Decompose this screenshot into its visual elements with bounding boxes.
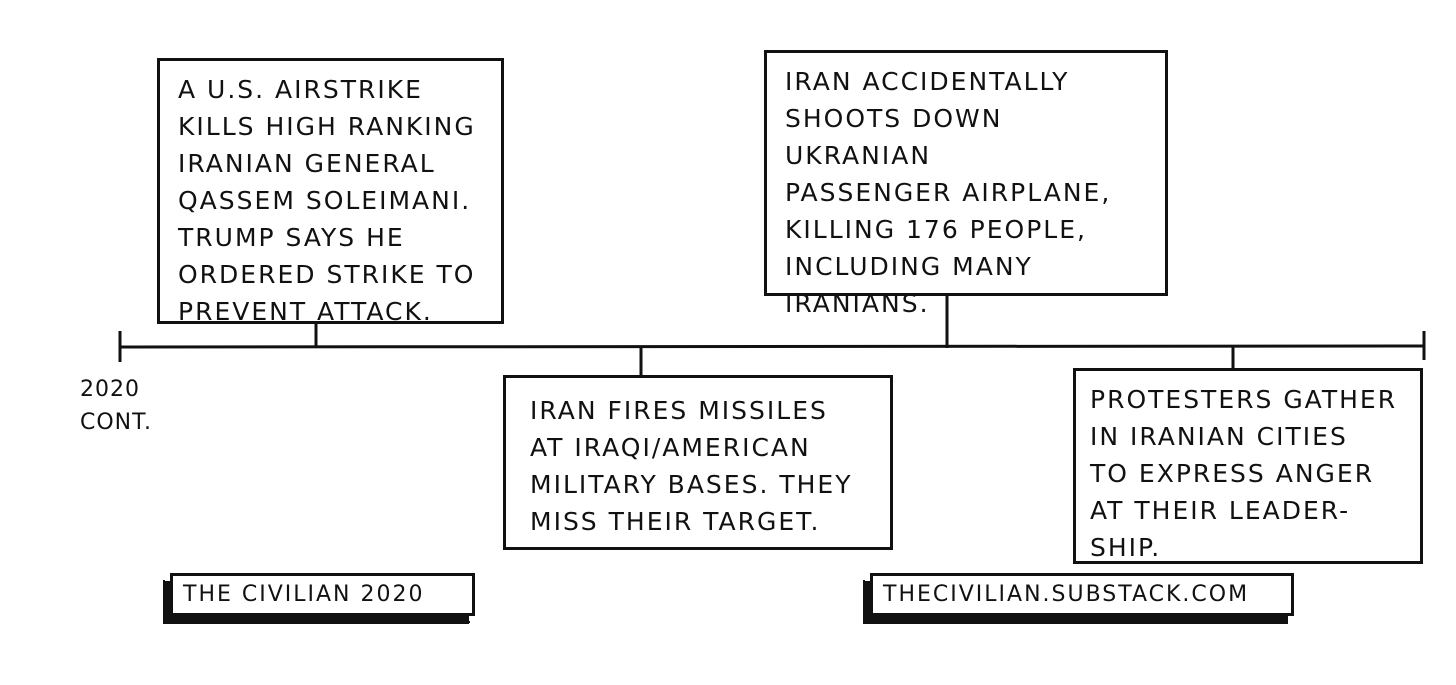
event-box-missiles: IRAN FIRES MISSILES AT IRAQI/AMERICAN MI… xyxy=(503,375,893,550)
event-text-soleimani: A U.S. AIRSTRIKE KILLS HIGH RANKING IRAN… xyxy=(178,75,476,326)
tag-left-hatching xyxy=(163,580,470,624)
event-box-airplane: IRAN ACCIDENTALLY SHOOTS DOWN UKRANIAN P… xyxy=(764,50,1168,318)
year-label: 2020 CONT. xyxy=(80,377,152,435)
timeline-axis xyxy=(119,344,1425,350)
credit-tag-url: THECIVILIAN.SUBSTACK.COM xyxy=(870,573,1294,616)
event-text-airplane: IRAN ACCIDENTALLY SHOOTS DOWN UKRANIAN P… xyxy=(785,67,1112,318)
event-box-protest: PROTESTERS GATHER IN IRANIAN CITIES TO E… xyxy=(1073,368,1423,564)
event-text-missiles: IRAN FIRES MISSILES AT IRAQI/AMERICAN MI… xyxy=(530,396,853,536)
tag-right-hatching xyxy=(863,580,1288,624)
event-box-soleimani: A U.S. AIRSTRIKE KILLS HIGH RANKING IRAN… xyxy=(157,58,504,326)
event-text-protest: PROTESTERS GATHER IN IRANIAN CITIES TO E… xyxy=(1090,385,1398,562)
credit-tag-brand: THE CIVILIAN 2020 xyxy=(170,573,475,616)
